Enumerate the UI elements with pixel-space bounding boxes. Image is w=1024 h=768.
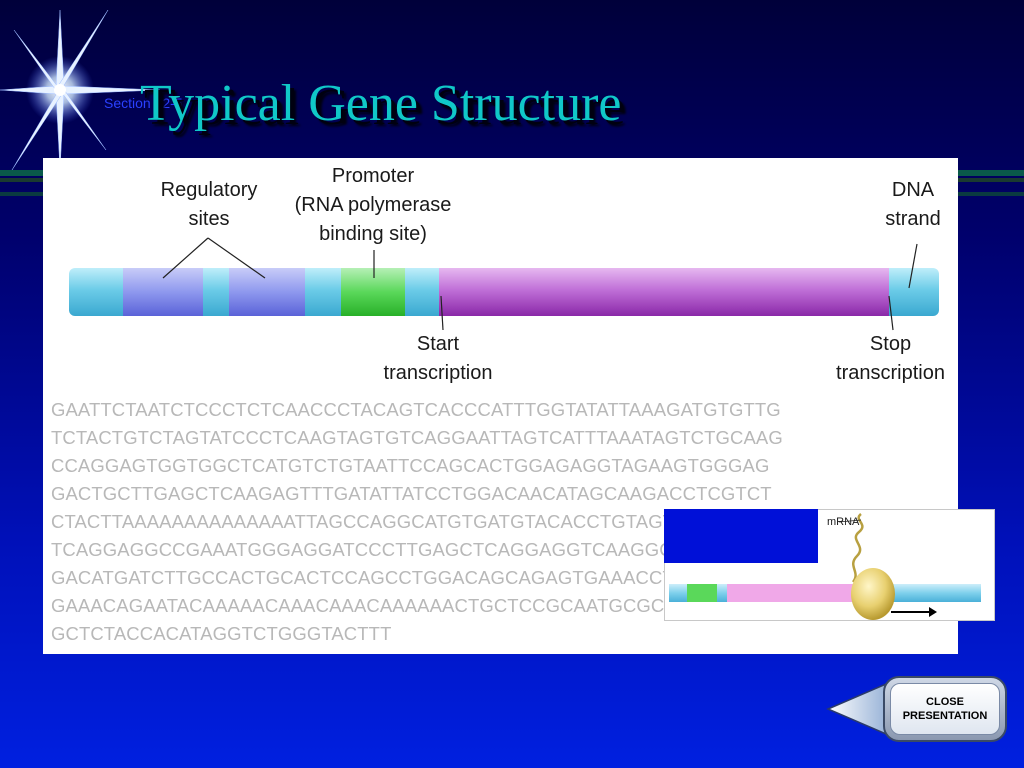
close-label: CLOSE bbox=[926, 696, 964, 708]
back-arrow-icon[interactable] bbox=[826, 682, 890, 736]
dna-sequence: GAATTCTAATCTCCCTCTCAACCCTACAGTCACCCATTTG… bbox=[51, 396, 956, 648]
inset-promoter bbox=[687, 584, 717, 602]
direction-arrow-head bbox=[929, 607, 937, 617]
pointer-regulatory-1 bbox=[162, 237, 209, 279]
section-label: Section 12-5 bbox=[104, 95, 183, 111]
promoter-segment bbox=[341, 268, 405, 316]
label-stop-transcription: Stop transcription bbox=[836, 333, 945, 384]
inset-mrna-strand bbox=[851, 513, 864, 583]
sequence-line: GAAACAGAATACAAAAACAAACAAACAAAAAACTGCTCCG… bbox=[51, 595, 688, 616]
inset-mrna-pointer bbox=[838, 519, 862, 523]
sequence-line: GACATGATCTTGCCACTGCACTCCAGCCTGGACAGCAGAG… bbox=[51, 567, 674, 588]
sparkle-icon bbox=[0, 9, 161, 171]
transcription-illustration bbox=[669, 513, 981, 620]
presentation-label: PRESENTATION bbox=[902, 710, 988, 722]
label-dna-strand: DNA strand bbox=[885, 179, 941, 230]
pointer-dna-strand bbox=[908, 243, 918, 289]
sequence-line: GAATTCTAATCTCCCTCTCAACCCTACAGTCACCCATTTG… bbox=[51, 399, 781, 420]
sequence-line: TCAGGAGGCCGAAATGGGAGGATCCCTTGAGCTCAGGAGG… bbox=[51, 539, 713, 560]
slide-title: Typical Gene Structure bbox=[140, 75, 622, 132]
inset-overlay-block bbox=[664, 509, 818, 563]
sequence-line: GCTCTACCACATAGGTCTGGGTACTTT bbox=[51, 623, 392, 644]
sequence-line: CTACTTAAAAAAAAAAAAAATTAGCCAGGCATGTGATGTA… bbox=[51, 511, 688, 532]
inset-gene bbox=[727, 584, 855, 602]
sequence-line: TCTACTGTCTAGTATCCCTCAAGTAGTGTCAGGAATTAGT… bbox=[51, 427, 783, 448]
gene-segment bbox=[439, 268, 889, 316]
sequence-line: GACTGCTTGAGCTCAAGAGTTTGATATTATCCTGGACAAC… bbox=[51, 483, 772, 504]
close-presentation-face: CLOSE PRESENTATION bbox=[890, 683, 1000, 735]
close-presentation-button[interactable]: CLOSE PRESENTATION bbox=[883, 676, 1007, 742]
sequence-line: CCAGGAGTGGTGGCTCATGTCTGTAATTCCAGCACTGGAG… bbox=[51, 455, 770, 476]
regulatory-site-2 bbox=[229, 268, 305, 316]
pointer-start bbox=[440, 295, 444, 331]
pointer-regulatory-2 bbox=[207, 237, 266, 279]
regulatory-site-1 bbox=[123, 268, 203, 316]
label-regulatory-sites: Regulatory sites bbox=[160, 179, 258, 230]
label-start-transcription: Start transcription bbox=[383, 333, 493, 384]
dna-strand-diagram bbox=[69, 237, 939, 331]
rna-polymerase bbox=[851, 568, 895, 620]
pointer-stop bbox=[888, 295, 894, 331]
label-promoter: Promoter (RNA polymerase binding site) bbox=[294, 165, 452, 245]
transcription-inset: mRNA bbox=[664, 509, 995, 621]
